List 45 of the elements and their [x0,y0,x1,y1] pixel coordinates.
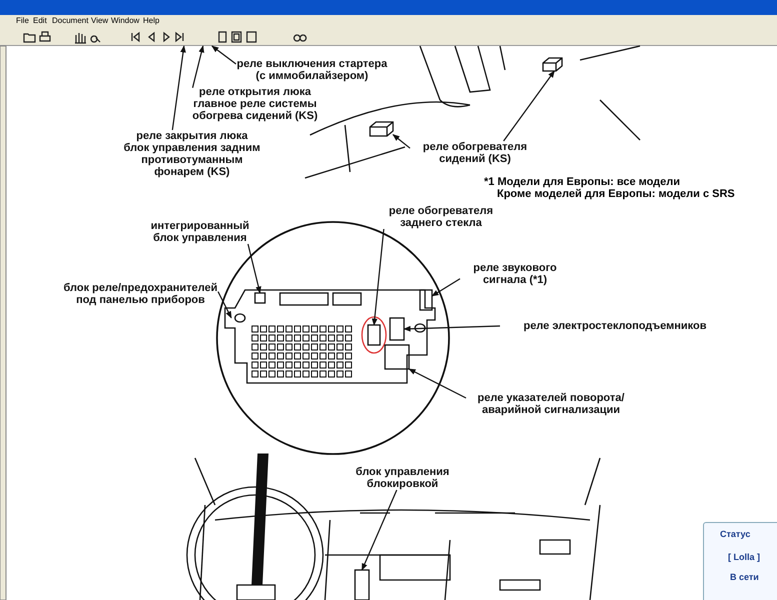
callout-text: реле открытия люка [198,86,312,98]
callout-text: интегрированный блок управления [150,220,250,244]
leader-line [361,490,398,571]
relay-box [384,344,410,370]
footnote: *1 Модели для Европы: все модели [484,176,680,188]
menu-item: File [16,16,29,25]
relay-box [389,317,405,341]
status-text: В сети [730,572,759,582]
callout-text: реле звукового сигнала (*1) [472,262,558,286]
user-name: [ Lolla ] [728,552,760,562]
callout-text: реле выключения стартера (с иммобилайзером) [236,58,388,82]
relay-box [367,324,381,346]
leader-line [192,45,204,88]
callout-text: реле закрытия люка [135,130,249,142]
leader-line [218,291,232,319]
leader-line [392,134,410,149]
leader-line [172,45,186,130]
control-unit-box [354,569,370,600]
menu-item: Help [143,16,160,25]
footnote: Кроме моделей для Европы: модели с SRS [497,188,735,200]
relay-box [369,121,394,137]
menu-item: Edit [33,16,47,25]
control-unit-box [254,292,266,304]
fuse-box-drawing [224,289,436,384]
leader-line [211,46,236,64]
callout-text: блок управления задним противотуманным фонарем (KS) [122,142,262,178]
popup-title: Статус [720,529,750,539]
callout-text: реле электростеклоподъемников [522,320,708,332]
relay-box [542,57,563,72]
callout-text: блок управления блокировкой [354,466,450,490]
menu-item: View [91,16,108,25]
leader-line [372,228,384,326]
leader-line [431,278,460,297]
relay-box [419,289,433,311]
menu-item: Window [111,16,140,25]
callout-text: реле указателей поворота/ аварийной сигнализации [476,392,626,416]
leader-line [403,325,500,332]
callout-text: блок реле/предохранителей под панелью приборов [62,282,218,306]
menu-item: Document [52,16,88,25]
callout-text: реле обогревателя сидений (KS) [422,141,528,165]
callout-text: главное реле системы обогрева сидений (KS) [191,98,319,122]
leader-line [247,244,262,294]
leader-line [408,368,466,399]
leader-line [503,70,555,142]
callout-text: реле обогревателя заднего стекла [388,205,494,229]
